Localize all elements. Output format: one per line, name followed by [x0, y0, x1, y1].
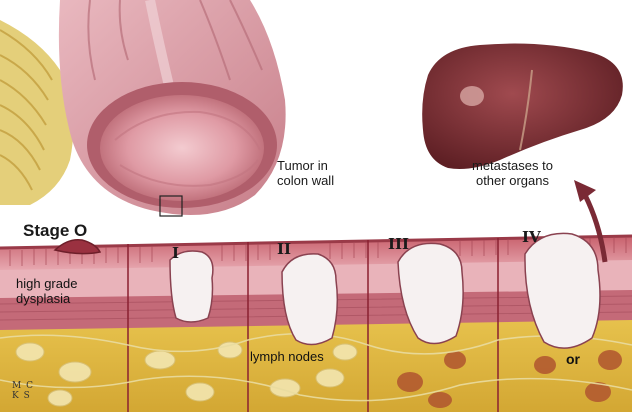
high-grade-dysplasia-label: high grade dysplasia	[16, 276, 77, 306]
stage-0-dysplasia	[55, 240, 100, 254]
colon-cross-section	[0, 0, 286, 216]
lymph-nodes-label: lymph nodes	[250, 349, 324, 364]
stage-4-label: IV	[522, 228, 541, 246]
liver-illustration	[422, 44, 623, 169]
stage-3-label: III	[388, 235, 409, 253]
stage-0-label: Stage O	[23, 221, 87, 241]
tumor-in-colon-wall-label: Tumor in colon wall	[277, 158, 334, 188]
artist-signature: M C K S	[12, 381, 34, 401]
stage-2-label: II	[277, 240, 291, 258]
or-label: or	[566, 352, 580, 367]
metastases-label: metastases to other organs	[472, 158, 553, 188]
stage-1-label: I	[172, 244, 179, 262]
